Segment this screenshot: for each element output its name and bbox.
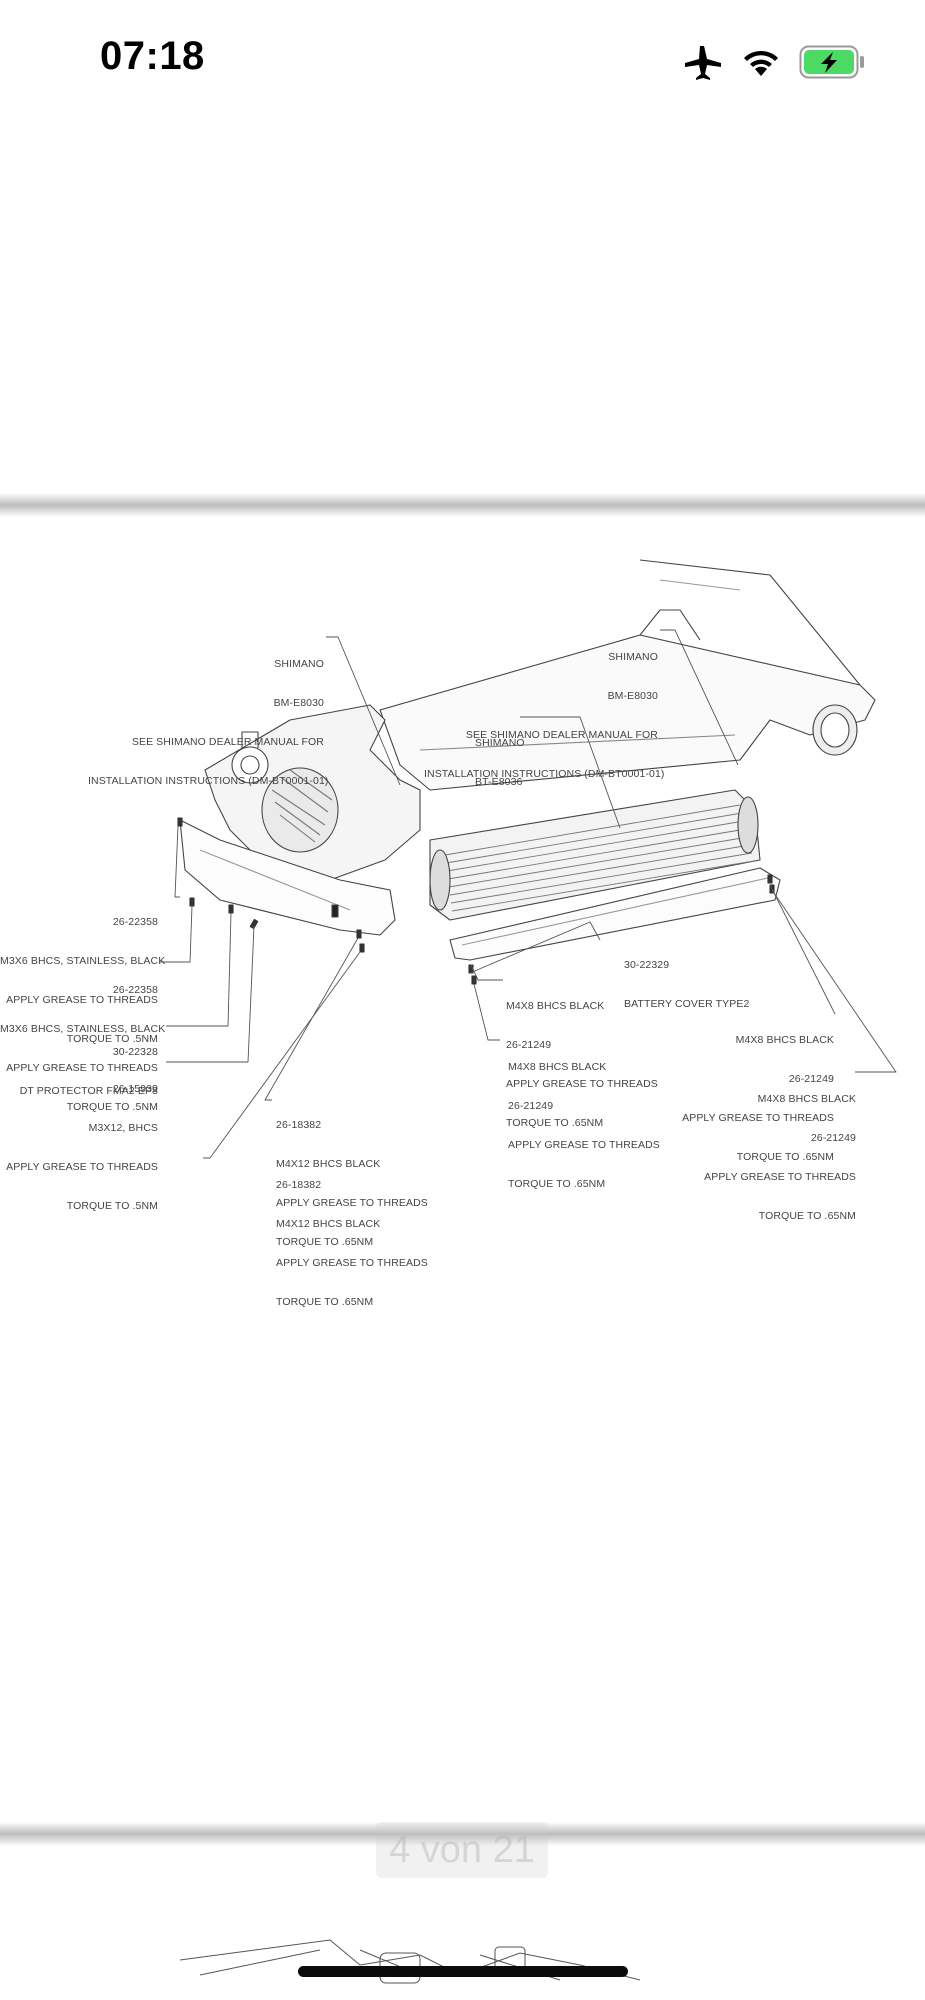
label-shimano-bm-right: SHIMANO BM-E8030 SEE SHIMANO DEALER MANU… xyxy=(424,651,665,780)
label-bolt-m4x8-c: M4X8 BHCS BLACK 26-21249 APPLY GREASE TO… xyxy=(682,1034,834,1163)
label-bolt-m4x8-b: M4X8 BHCS BLACK 26-21249 APPLY GREASE TO… xyxy=(508,1061,660,1190)
page-indicator: 4 von 21 xyxy=(376,1822,548,1878)
next-page-preview[interactable] xyxy=(0,1935,925,2000)
label-bolt-m4x8-a: M4X8 BHCS BLACK 26-21249 APPLY GREASE TO… xyxy=(506,1000,658,1129)
page-separator xyxy=(0,493,925,517)
label-bolt-m4x12-a: 26-18382 M4X12 BHCS BLACK APPLY GREASE T… xyxy=(276,1119,428,1248)
bike-frame-drawing xyxy=(160,559,897,1159)
label-dt-protector: 30-22328 DT PROTECTOR FMA2 EP8 xyxy=(19,1046,158,1097)
exploded-assembly-diagram: SHIMANO BM-E8030 SEE SHIMANO DEALER MANU… xyxy=(0,520,925,1308)
label-bolt-m4x8-d: M4X8 BHCS BLACK 26-21249 APPLY GREASE TO… xyxy=(704,1093,856,1222)
label-bolt-m3x6-b: 26-22358 M3X6 BHCS, STAINLESS, BLACK APP… xyxy=(0,984,166,1113)
label-bolt-m3x12: 26-15939 M3X12, BHCS APPLY GREASE TO THR… xyxy=(6,1083,158,1212)
label-bolt-m4x12-b: 26-18382 M4X12 BHCS BLACK APPLY GREASE T… xyxy=(276,1179,428,1308)
label-battery-cover: 30-22329 BATTERY COVER TYPE2 xyxy=(624,959,750,1010)
airplane-icon xyxy=(683,44,723,80)
status-icons xyxy=(683,40,865,84)
label-bolt-m3x6-a: 26-22358 M3X6 BHCS, STAINLESS, BLACK APP… xyxy=(0,916,166,1045)
battery-charging-icon xyxy=(799,45,865,79)
page-separator xyxy=(0,1822,925,1846)
home-indicator[interactable] xyxy=(298,1966,628,1977)
label-shimano-bm-left: SHIMANO BM-E8030 SEE SHIMANO DEALER MANU… xyxy=(88,658,329,787)
status-time: 07:18 xyxy=(100,34,205,78)
status-bar: 07:18 xyxy=(0,0,925,120)
wifi-icon xyxy=(741,46,781,78)
label-shimano-bt: SHIMANO BT-E8036 xyxy=(475,737,525,788)
